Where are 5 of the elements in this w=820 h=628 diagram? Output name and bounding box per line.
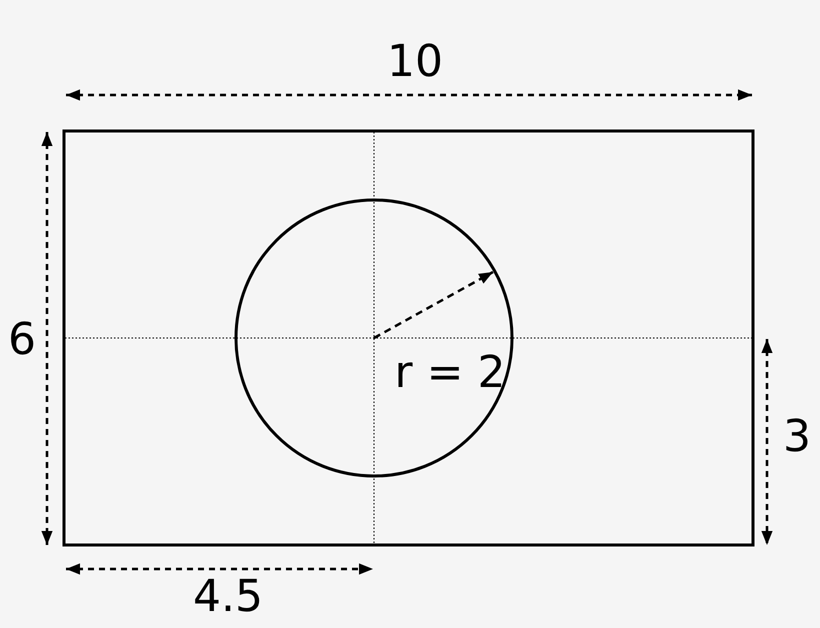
dimension-label: 3 <box>783 415 811 459</box>
dimension-label: 6 <box>8 318 36 362</box>
dimension-label: 10 <box>387 40 443 84</box>
dimension-label: 4.5 <box>193 575 263 619</box>
radius-label: r = 2 <box>394 351 506 395</box>
